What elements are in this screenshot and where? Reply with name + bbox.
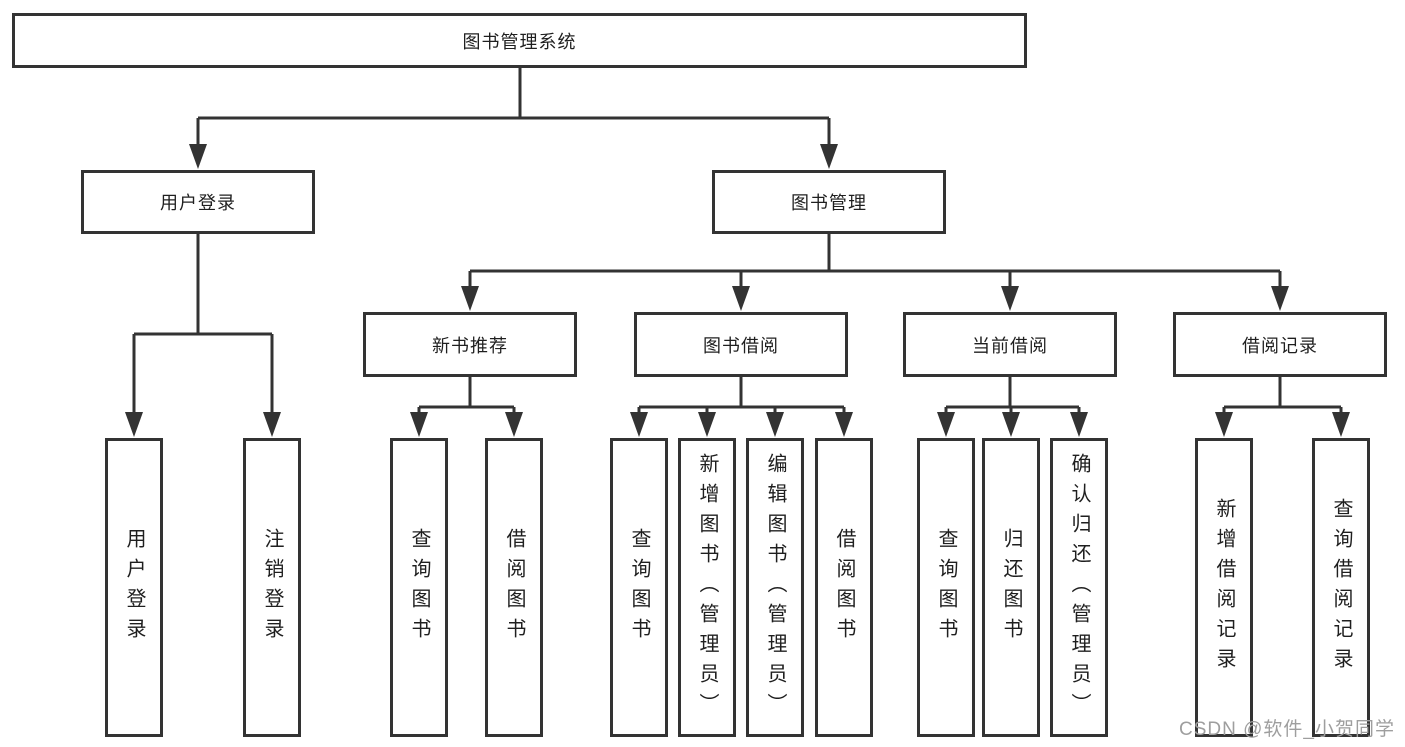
node-user-login: 用户登录 [81,170,315,234]
leaf-borrow-book-under-borrow: 借阅图书 [815,438,873,737]
leaf-return-book-label: 归还图书 [1000,527,1022,648]
leaf-add-borrow-record-label: 新增借阅记录 [1213,497,1235,678]
leaf-query-book-under-recommend-label: 查询图书 [408,527,430,648]
leaf-edit-book-admin: 编辑图书（管理员） [746,438,804,737]
node-new-book-recommend: 新书推荐 [363,312,577,377]
leaf-query-book-under-borrow: 查询图书 [610,438,668,737]
leaf-logout-login-label: 注销登录 [261,527,283,648]
node-book-borrow-label: 图书借阅 [703,335,779,356]
leaf-edit-book-admin-label: 编辑图书（管理员） [764,452,786,723]
leaf-return-book: 归还图书 [982,438,1040,737]
edge-book-borrow-children [637,377,846,414]
leaf-borrow-book-under-recommend: 借阅图书 [485,438,543,737]
leaf-borrow-book-under-borrow-label: 借阅图书 [833,527,855,648]
node-new-book-recommend-label: 新书推荐 [432,335,508,356]
leaf-add-borrow-record: 新增借阅记录 [1195,438,1253,737]
leaf-user-login: 用户登录 [105,438,163,737]
leaf-query-book-under-borrow-label: 查询图书 [628,527,650,648]
node-borrow-records-label: 借阅记录 [1242,335,1318,356]
node-book-management-label: 图书管理 [791,193,867,213]
leaf-borrow-book-under-recommend-label: 借阅图书 [503,527,525,648]
leaf-query-borrow-record: 查询借阅记录 [1312,438,1370,737]
leaf-query-book-under-recommend: 查询图书 [390,438,448,737]
leaf-user-login-label: 用户登录 [123,527,145,648]
leaf-query-book-under-current-label: 查询图书 [935,527,957,648]
leaf-confirm-return-admin: 确认归还（管理员） [1050,438,1108,737]
edge-new-book-recommend-children [417,377,516,414]
node-current-borrow: 当前借阅 [903,312,1117,377]
node-root: 图书管理系统 [12,13,1027,68]
edge-borrow-records-children [1222,377,1343,414]
leaf-confirm-return-admin-label: 确认归还（管理员） [1068,452,1090,723]
leaf-add-book-admin: 新增图书（管理员） [678,438,736,737]
node-root-label: 图书管理系统 [462,31,577,52]
leaf-query-book-under-current: 查询图书 [917,438,975,737]
node-borrow-records: 借阅记录 [1173,312,1387,377]
arrowheads [125,144,1350,437]
leaf-add-book-admin-label: 新增图书（管理员） [696,452,718,723]
edge-root-to-level2 [196,68,831,145]
edge-user-login-children [132,234,274,413]
leaf-logout-login: 注销登录 [243,438,301,737]
node-current-borrow-label: 当前借阅 [972,335,1048,356]
node-user-login-label: 用户登录 [160,193,236,213]
edge-book-management-children [468,234,1282,287]
node-book-borrow: 图书借阅 [634,312,848,377]
edge-current-borrow-children [944,377,1081,414]
node-book-management: 图书管理 [712,170,946,234]
leaf-query-borrow-record-label: 查询借阅记录 [1330,497,1352,678]
csdn-watermark: CSDN @软件_小贺同学 [1179,719,1395,740]
